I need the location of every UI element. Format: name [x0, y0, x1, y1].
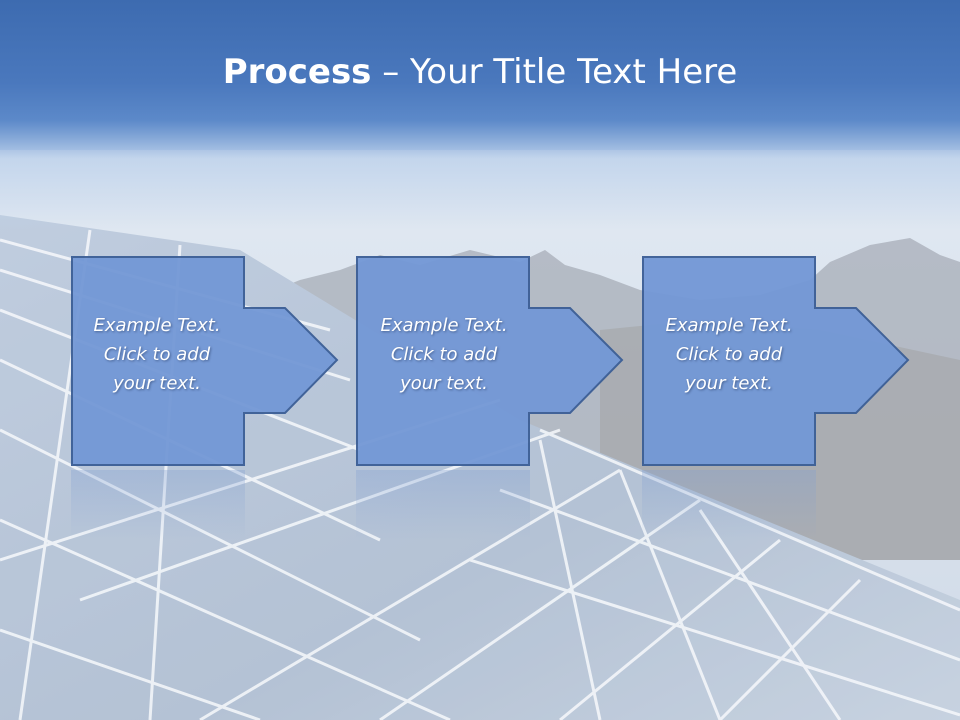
slide-title[interactable]: Process – Your Title Text Here [0, 52, 960, 92]
step-1-reflection [71, 470, 245, 540]
step-2-line-1: Example Text. [380, 315, 508, 336]
step-1-line-1: Example Text. [93, 315, 221, 336]
step-1-line-3: your text. [113, 373, 201, 394]
step-1-arrow-shape [71, 256, 339, 466]
title-fade [0, 120, 960, 230]
process-step-3[interactable]: Example Text. Click to add your text. [642, 256, 912, 468]
step-2-text: Example Text. Click to add your text. [358, 311, 530, 398]
step-2-reflection [356, 470, 530, 540]
step-3-reflection [642, 470, 816, 540]
step-3-line-2: Click to add [675, 344, 783, 365]
step-1-line-2: Click to add [103, 344, 211, 365]
step-1-text: Example Text. Click to add your text. [71, 311, 243, 398]
title-bold-part: Process [222, 52, 372, 92]
process-step-2[interactable]: Example Text. Click to add your text. [356, 256, 626, 468]
step-2-line-3: your text. [400, 373, 488, 394]
step-3-line-1: Example Text. [665, 315, 793, 336]
step-3-text: Example Text. Click to add your text. [643, 311, 815, 398]
step-3-arrow-shape [642, 256, 910, 466]
title-rest-part: – Your Title Text Here [371, 52, 738, 92]
step-3-line-3: your text. [685, 373, 773, 394]
process-step-1[interactable]: Example Text. Click to add your text. [71, 256, 341, 468]
step-2-line-2: Click to add [390, 344, 498, 365]
step-2-arrow-shape [356, 256, 624, 466]
